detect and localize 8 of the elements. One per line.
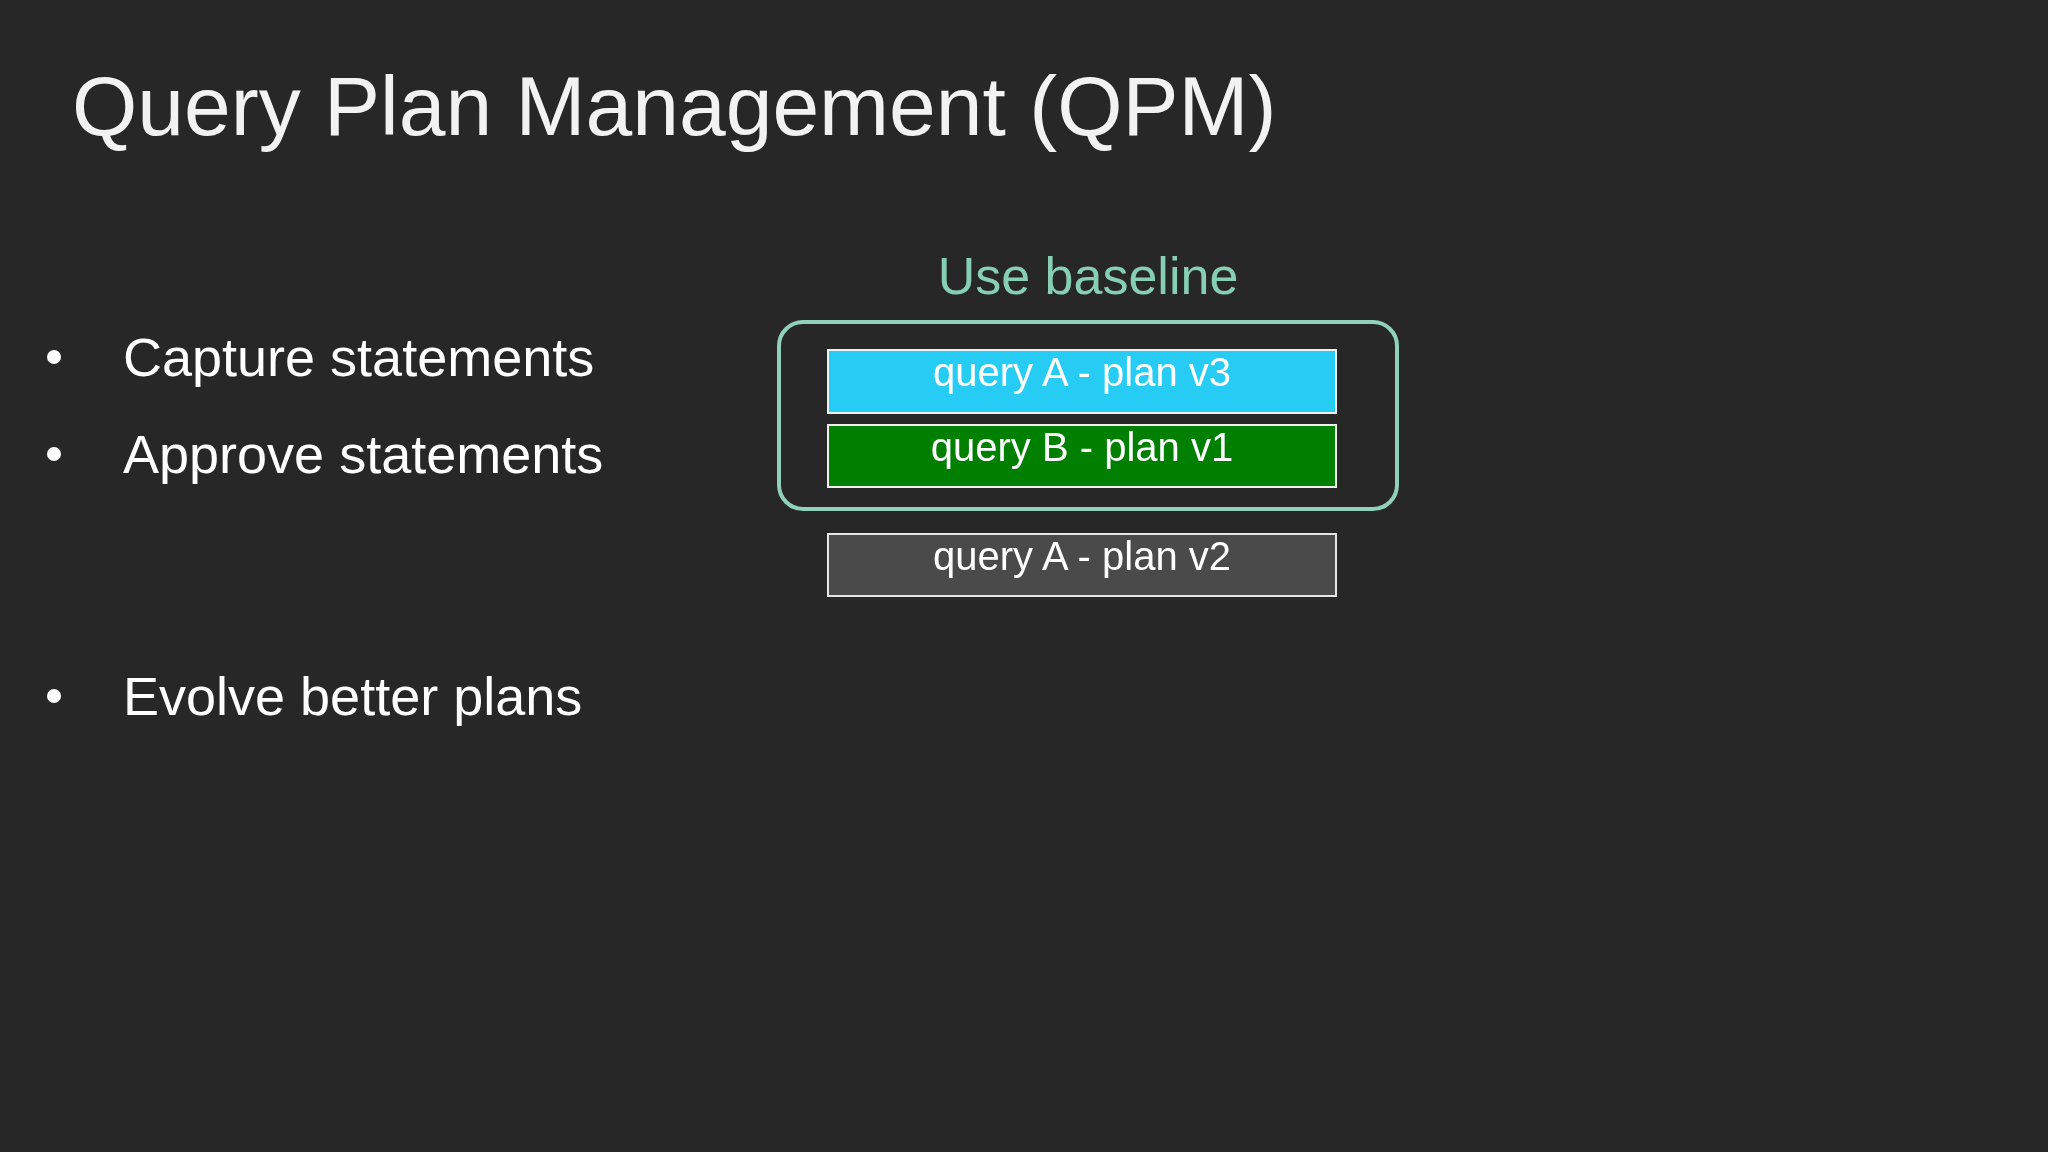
plan-box: query A - plan v2	[827, 533, 1337, 597]
plan-box: query B - plan v1	[827, 424, 1337, 488]
slide-title: Query Plan Management (QPM)	[72, 58, 1277, 155]
bullet-point-text: Approve statements	[123, 423, 604, 486]
plan-box: query A - plan v3	[827, 349, 1337, 414]
bullet-point-text: Capture statements	[123, 326, 595, 389]
bullet-point-text: Evolve better plans	[123, 665, 583, 728]
group-title: Use baseline	[936, 246, 1240, 306]
